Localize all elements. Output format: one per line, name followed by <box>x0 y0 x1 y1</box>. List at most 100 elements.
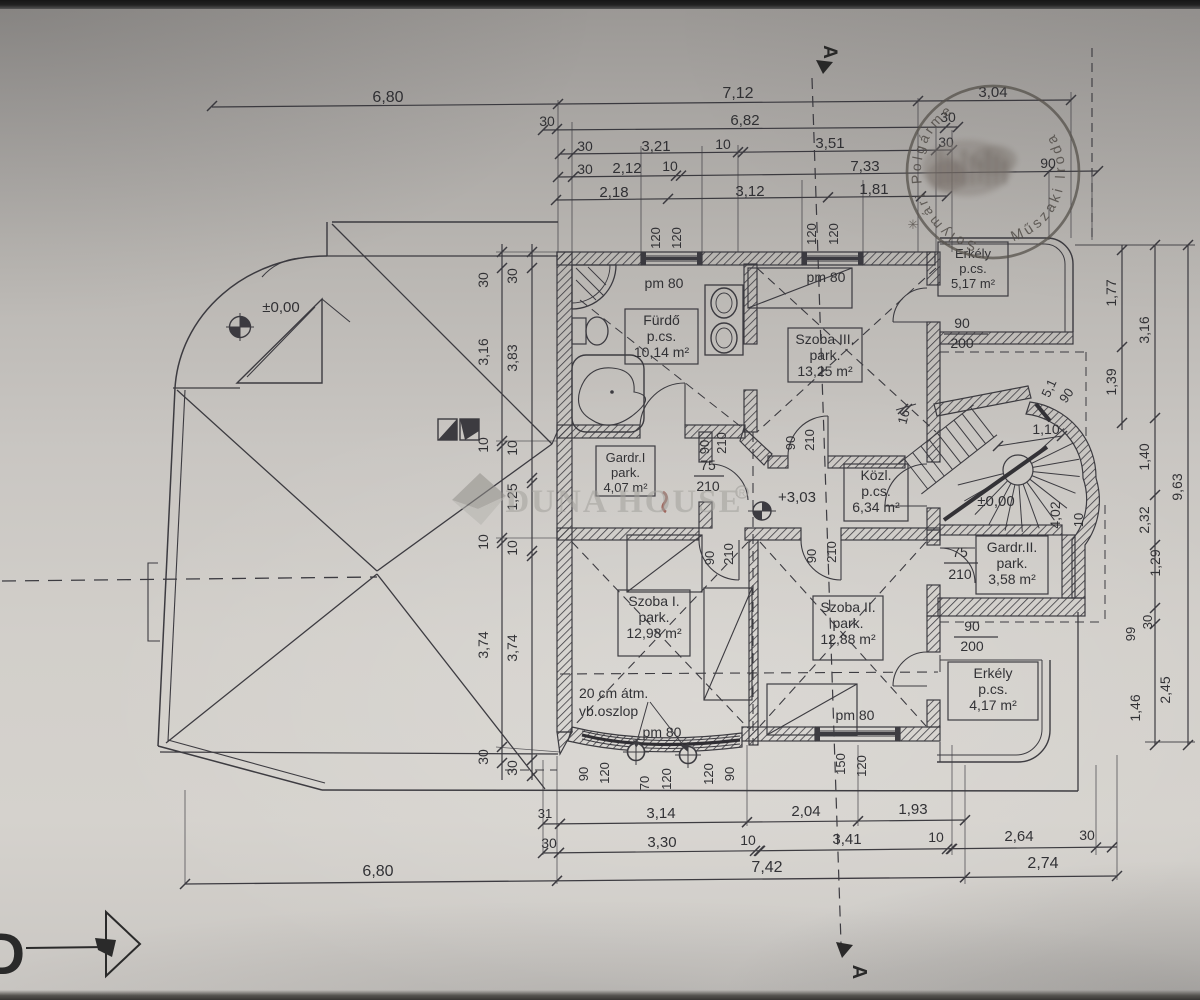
svg-text:pm 80: pm 80 <box>643 724 682 740</box>
svg-text:3,04: 3,04 <box>978 84 1007 101</box>
svg-text:90: 90 <box>1040 155 1056 171</box>
svg-text:120: 120 <box>659 768 674 790</box>
svg-text:10: 10 <box>504 540 520 556</box>
svg-text:10: 10 <box>662 158 678 174</box>
svg-text:Közl.: Közl. <box>860 467 891 483</box>
svg-text:3,16: 3,16 <box>1136 316 1152 343</box>
svg-text:70: 70 <box>637 776 652 790</box>
svg-text:210: 210 <box>696 478 720 494</box>
svg-text:10: 10 <box>740 832 756 848</box>
svg-text:30: 30 <box>504 268 520 284</box>
svg-text:p.cs.: p.cs. <box>861 483 891 499</box>
svg-text:210: 210 <box>802 429 817 451</box>
svg-text:3,58 m²: 3,58 m² <box>988 571 1036 587</box>
svg-text:3,74: 3,74 <box>475 631 491 658</box>
svg-text:3,51: 3,51 <box>815 135 844 152</box>
svg-text:Szoba I.: Szoba I. <box>628 593 679 609</box>
svg-text:6,80: 6,80 <box>372 89 403 106</box>
svg-text:150: 150 <box>833 753 848 775</box>
svg-text:park.: park. <box>638 609 669 625</box>
svg-text:7,12: 7,12 <box>722 85 753 102</box>
svg-text:pm 80: pm 80 <box>836 707 875 723</box>
svg-text:31: 31 <box>538 806 552 821</box>
svg-text:30: 30 <box>504 760 520 776</box>
svg-text:3,83: 3,83 <box>504 344 520 371</box>
svg-text:Erkély: Erkély <box>974 665 1013 681</box>
svg-text:90: 90 <box>697 440 712 454</box>
svg-text:10: 10 <box>475 437 491 453</box>
svg-text:1,93: 1,93 <box>898 801 927 818</box>
svg-text:2,64: 2,64 <box>1004 828 1033 845</box>
svg-text:1,40: 1,40 <box>1136 443 1152 470</box>
svg-text:90: 90 <box>804 549 819 563</box>
svg-text:2,04: 2,04 <box>791 803 820 820</box>
svg-text:5,17 m²: 5,17 m² <box>951 276 996 291</box>
svg-text:90: 90 <box>954 315 970 331</box>
svg-text:1,29: 1,29 <box>1147 549 1163 576</box>
svg-text:30: 30 <box>1079 827 1095 843</box>
svg-text:Szoba II.: Szoba II. <box>820 599 875 615</box>
svg-text:Szoba III.: Szoba III. <box>795 331 854 347</box>
svg-text:±0,00: ±0,00 <box>977 493 1014 510</box>
svg-text:A: A <box>819 45 840 59</box>
svg-text:30: 30 <box>577 138 593 154</box>
svg-text:90: 90 <box>576 767 591 781</box>
svg-text:p.cs.: p.cs. <box>959 261 986 276</box>
svg-text:90: 90 <box>702 551 717 565</box>
svg-text:120: 120 <box>648 227 663 249</box>
svg-text:3,14: 3,14 <box>646 805 675 822</box>
svg-text:Fürdő: Fürdő <box>643 312 680 328</box>
svg-text:99: 99 <box>1123 627 1138 641</box>
svg-text:90: 90 <box>783 436 798 450</box>
svg-text:9,63: 9,63 <box>1169 473 1185 500</box>
svg-text:10: 10 <box>715 136 731 152</box>
svg-text:DUNA HOUSE: DUNA HOUSE <box>505 484 742 520</box>
svg-text:park.: park. <box>832 615 863 631</box>
svg-text:30: 30 <box>577 161 593 177</box>
svg-text:200: 200 <box>960 638 984 654</box>
svg-text:A: A <box>848 965 870 979</box>
svg-text:4,17 m²: 4,17 m² <box>969 697 1017 713</box>
svg-text:±0,00: ±0,00 <box>262 299 299 316</box>
svg-text:3,21: 3,21 <box>641 138 670 155</box>
svg-text:park.: park. <box>809 347 840 363</box>
svg-text:90: 90 <box>722 767 737 781</box>
svg-text:7,42: 7,42 <box>751 859 782 876</box>
svg-text:2,32: 2,32 <box>1136 506 1152 533</box>
svg-text:75: 75 <box>700 457 716 473</box>
svg-text:+3,03: +3,03 <box>778 489 816 506</box>
svg-text:Gardr.II.: Gardr.II. <box>987 539 1038 555</box>
svg-text:pm 80: pm 80 <box>645 275 684 291</box>
svg-text:1,25: 1,25 <box>504 483 520 510</box>
svg-text:4,07 m²: 4,07 m² <box>603 480 648 495</box>
svg-text:90: 90 <box>964 618 980 634</box>
svg-text:210: 210 <box>721 543 736 565</box>
svg-text:6,80: 6,80 <box>362 863 393 880</box>
svg-text:1,39: 1,39 <box>1103 368 1119 395</box>
svg-text:D: D <box>0 922 25 987</box>
svg-text:210: 210 <box>714 432 729 454</box>
svg-text:16: 16 <box>895 408 913 426</box>
svg-text:1,10: 1,10 <box>1032 421 1059 437</box>
svg-text:p.cs.: p.cs. <box>647 328 677 344</box>
svg-text:1,46: 1,46 <box>1127 694 1143 721</box>
svg-text:2,18: 2,18 <box>599 184 628 201</box>
svg-text:30: 30 <box>1140 615 1155 629</box>
svg-text:3,74: 3,74 <box>504 634 520 661</box>
svg-text:2,74: 2,74 <box>1027 855 1058 872</box>
svg-text:75: 75 <box>952 544 968 560</box>
svg-text:30: 30 <box>475 272 491 288</box>
svg-text:210: 210 <box>824 541 839 563</box>
svg-text:120: 120 <box>701 763 716 785</box>
svg-text:120: 120 <box>854 755 869 777</box>
svg-text:5,1: 5,1 <box>1038 377 1059 400</box>
svg-text:30: 30 <box>940 109 956 125</box>
svg-text:120: 120 <box>804 223 819 245</box>
svg-text:10: 10 <box>504 440 520 456</box>
svg-text:✳: ✳ <box>908 217 919 232</box>
svg-text:120: 120 <box>597 762 612 784</box>
svg-text:6,34 m²: 6,34 m² <box>852 499 900 515</box>
svg-text:10,14 m²: 10,14 m² <box>634 344 690 360</box>
svg-text:p.cs.: p.cs. <box>978 681 1008 697</box>
svg-text:3,30: 3,30 <box>647 834 676 851</box>
